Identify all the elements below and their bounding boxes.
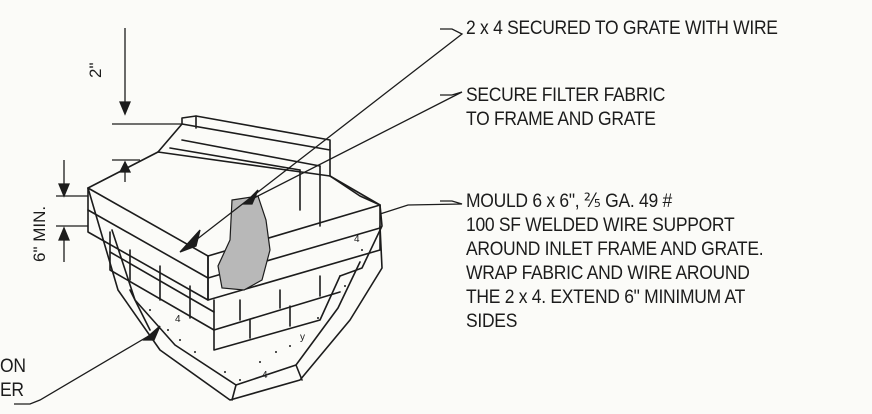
callout-line: MOULD 6 x 6", ⅖ GA. 49 # — [466, 191, 672, 212]
svg-text:4: 4 — [262, 370, 268, 381]
filter-fabric — [217, 195, 271, 291]
callout-line: WRAP FABRIC AND WIRE AROUND — [466, 263, 750, 284]
leader-top — [195, 28, 464, 241]
concrete-stipple — [149, 249, 363, 381]
concrete-basin-outline — [87, 187, 383, 401]
callout-line: 100 SF WELDED WIRE SUPPORT — [466, 215, 735, 236]
callout-line: SIDES — [466, 311, 518, 332]
grate-top — [157, 123, 331, 177]
svg-text:4: 4 — [175, 314, 181, 325]
brick-courses-left — [109, 231, 215, 331]
svg-text:y: y — [300, 332, 305, 343]
dimension-6in-min-label: 6" MIN. — [30, 205, 49, 262]
dim-2in-arrow — [119, 101, 131, 116]
leader-top-arrow — [179, 229, 201, 253]
leader-left — [14, 333, 153, 405]
leader-bottom — [379, 200, 463, 215]
brick-courses-right — [213, 275, 341, 351]
callout-line: ER — [0, 380, 24, 401]
callout-line: THE 2 x 4. EXTEND 6" MINIMUM AT — [466, 287, 745, 308]
callout-left-partial: ON ER — [0, 355, 26, 403]
svg-text:4: 4 — [354, 234, 360, 245]
callout-filter-fabric: SECURE FILTER FABRIC TO FRAME AND GRATE — [466, 84, 665, 132]
callout-line: AROUND INLET FRAME AND GRATE. — [466, 239, 764, 260]
callout-line: ON — [0, 356, 26, 377]
callout-line: SECURE FILTER FABRIC — [466, 85, 666, 106]
callout-2x4: 2 x 4 SECURED TO GRATE WITH WIRE — [466, 18, 778, 39]
side-wing — [329, 175, 383, 277]
callout-line: TO FRAME AND GRATE — [466, 109, 656, 130]
callout-wire-support: MOULD 6 x 6", ⅖ GA. 49 # 100 SF WELDED W… — [466, 190, 764, 334]
leader-middle — [249, 91, 463, 201]
dimension-2in-label: 2" — [86, 62, 105, 79]
